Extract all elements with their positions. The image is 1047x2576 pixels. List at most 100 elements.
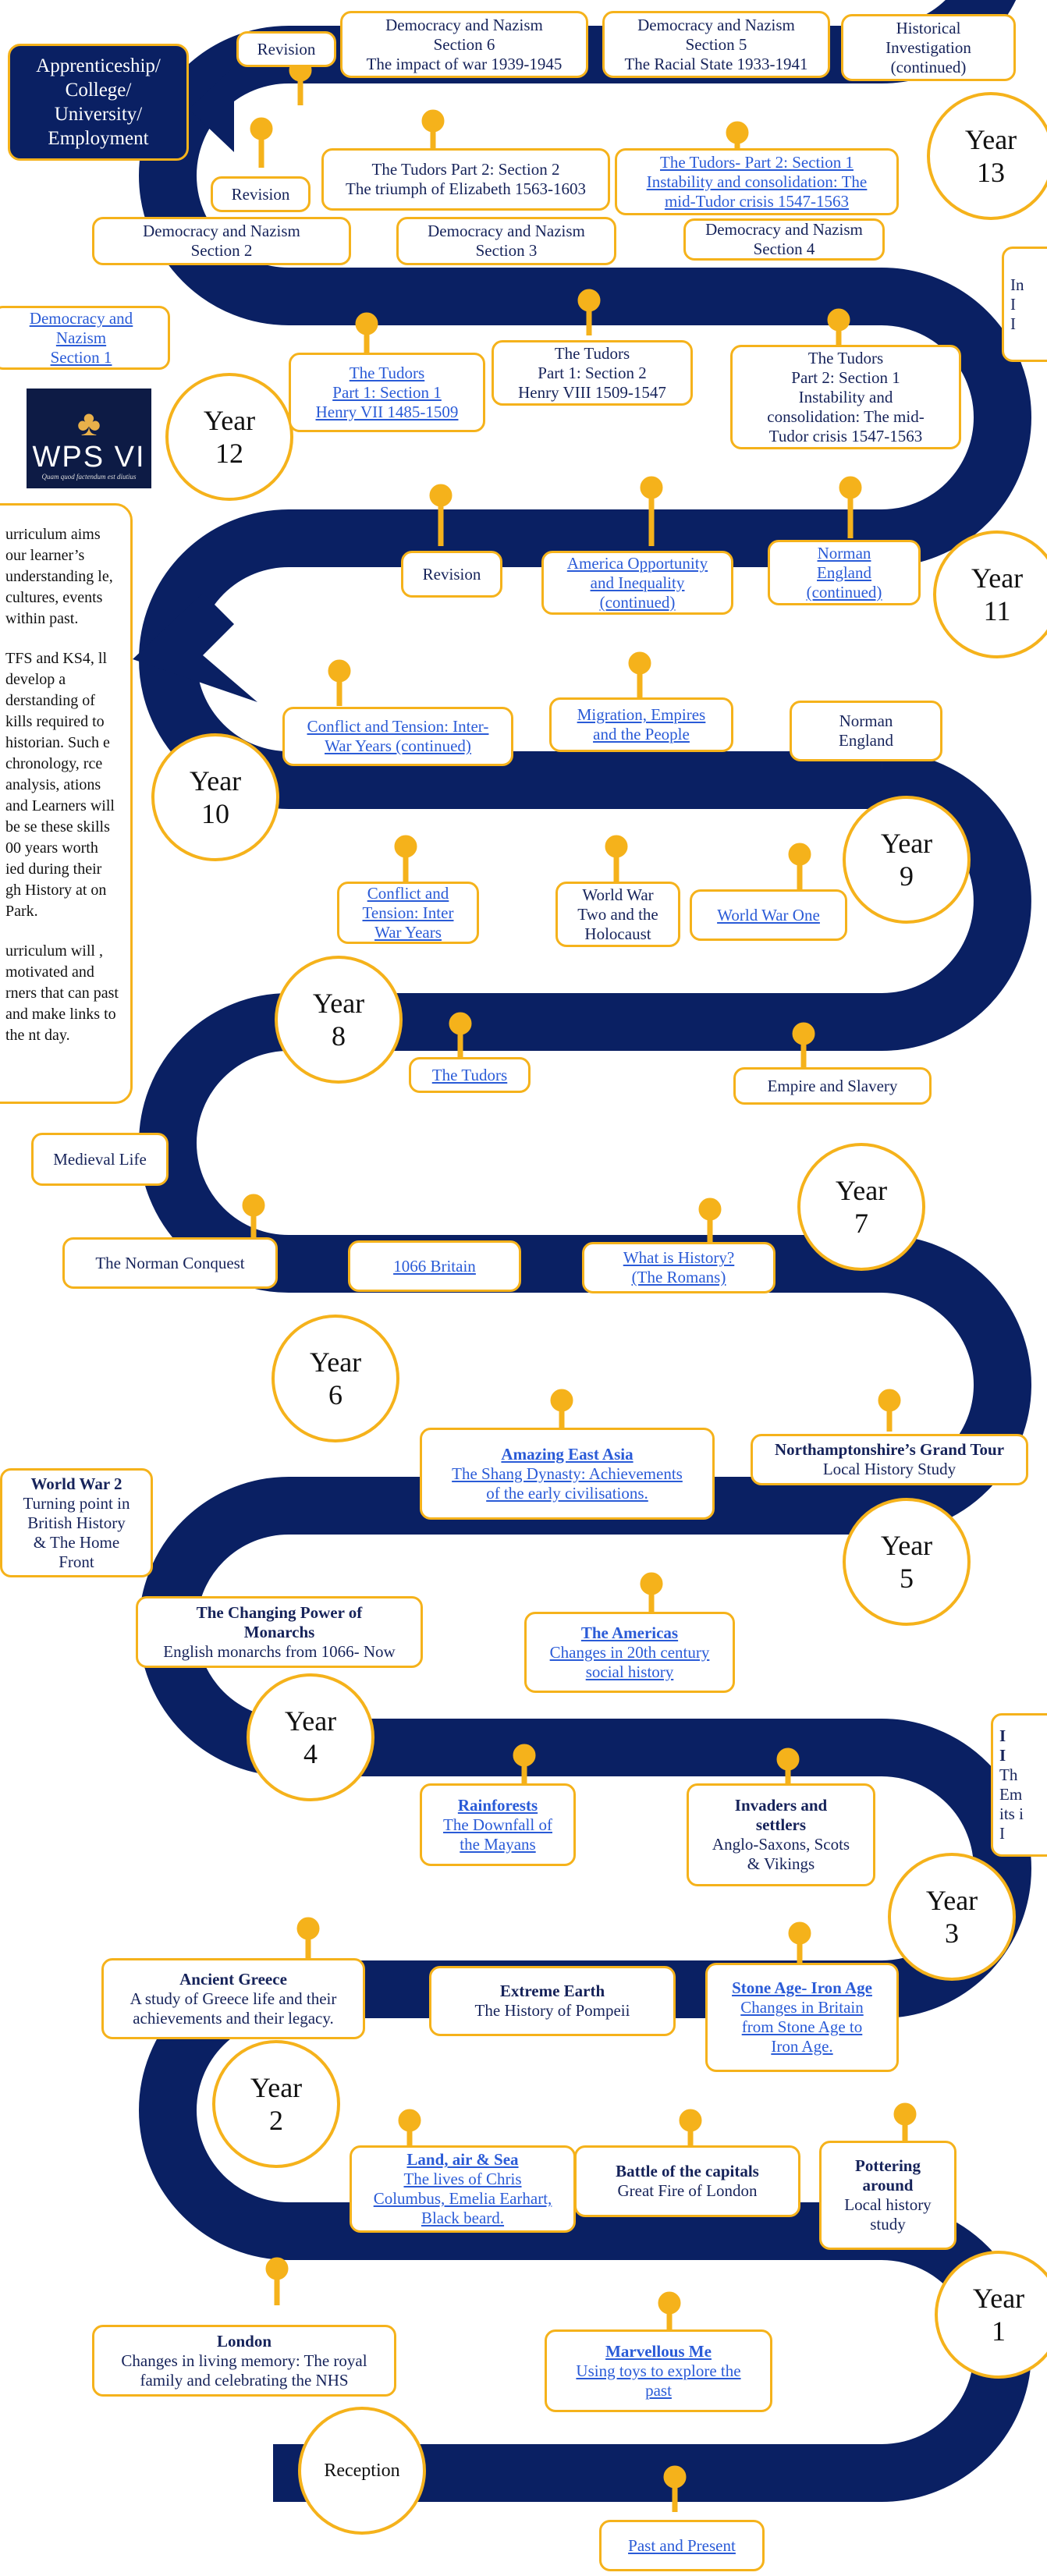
topic-title: London xyxy=(216,2331,272,2351)
topic-label: Revision xyxy=(231,184,290,204)
destination-arrow-head xyxy=(189,66,234,152)
topic-line: British History xyxy=(27,1513,126,1532)
topic-world-war-one-link[interactable]: World War One xyxy=(690,889,847,941)
topic-line: The Tudors xyxy=(349,363,425,382)
topic-line: Instability and xyxy=(798,387,893,406)
topic-line: England xyxy=(839,731,893,750)
topic-line: Conflict and xyxy=(367,883,449,903)
topic-line: Em xyxy=(999,1785,1023,1804)
topic-title: Ancient Greece xyxy=(179,1969,287,1989)
topic-line: & The Home xyxy=(33,1532,120,1552)
topic-revision[interactable]: Revision xyxy=(211,176,311,212)
topic-line: What is History? xyxy=(623,1248,735,1267)
topic-tudors-link[interactable]: The Tudors xyxy=(409,1057,531,1093)
topic-label: Revision xyxy=(422,564,481,584)
topic-norman-conquest[interactable]: The Norman Conquest xyxy=(62,1237,278,1289)
topic-past-and-present-link[interactable]: Past and Present xyxy=(599,2520,765,2571)
topic-line: I xyxy=(999,1824,1005,1843)
topic-line: (The Romans) xyxy=(631,1268,726,1286)
topic-line: Local History Study xyxy=(822,1460,956,1478)
year-label: Year xyxy=(309,1347,362,1378)
topic-line: America Opportunity xyxy=(566,553,708,573)
topic-title: Rainforests xyxy=(457,1795,538,1815)
topic-line: England xyxy=(817,562,871,582)
topic-empire-slavery[interactable]: Empire and Slavery xyxy=(733,1067,932,1105)
topic-line: social history xyxy=(585,1662,674,1681)
year-label: Year xyxy=(971,562,1024,594)
year-label: Year xyxy=(250,2072,303,2103)
topic-line: Democracy and Nazism xyxy=(385,15,543,34)
year-label: Year xyxy=(880,1530,933,1561)
topic-label: The Tudors xyxy=(431,1065,508,1084)
topic-line: Iron Age. xyxy=(771,2037,833,2056)
topic-label: Empire and Slavery xyxy=(767,1076,898,1095)
topic-title: settlers xyxy=(755,1815,807,1834)
topic-line: and Inequality xyxy=(590,573,685,592)
topic-line: The History of Pompeii xyxy=(474,2001,630,2020)
topic-line: Changes in 20th century xyxy=(549,1642,710,1662)
topic-line: A study of Greece life and their xyxy=(130,1989,337,2008)
year-label: Year xyxy=(964,124,1017,155)
topic-medieval-life[interactable]: Medieval Life xyxy=(31,1133,169,1186)
year-number: 3 xyxy=(945,1918,959,1949)
topic-label: World War One xyxy=(717,905,820,924)
topic-1066-britain-link[interactable]: 1066 Britain xyxy=(348,1240,521,1292)
topic-revision[interactable]: Revision xyxy=(236,31,336,67)
topic-title: Stone Age- Iron Age xyxy=(732,1978,872,1997)
topic-revision[interactable]: Revision xyxy=(401,551,502,598)
topic-title: Northamptonshire’s Grand Tour xyxy=(774,1440,1005,1459)
topic-line: from Stone Age to xyxy=(741,2017,863,2036)
topic-line: Tension: Inter xyxy=(362,903,454,922)
topic-line: Columbus, Emelia Earhart, xyxy=(373,2189,552,2208)
topic-conflict-tension-continued-link[interactable]: Conflict and Tension: Inter-War Years (c… xyxy=(282,707,513,766)
topic-title: Land, air & Sea xyxy=(406,2150,519,2169)
topic-what-is-history-link[interactable]: What is History?(The Romans) xyxy=(582,1242,775,1293)
topic-title: Marvellous Me xyxy=(605,2341,712,2361)
topic-line: Section 1 xyxy=(50,347,112,367)
topic-line: Changes in living memory: The royal xyxy=(121,2351,367,2370)
topic-line: The lives of Chris xyxy=(403,2170,522,2188)
logo-name: WPS VI xyxy=(32,441,146,474)
year-label: Year xyxy=(925,1885,978,1916)
topic-line: Nazism xyxy=(55,328,107,347)
destination-line: College/ xyxy=(65,80,132,101)
